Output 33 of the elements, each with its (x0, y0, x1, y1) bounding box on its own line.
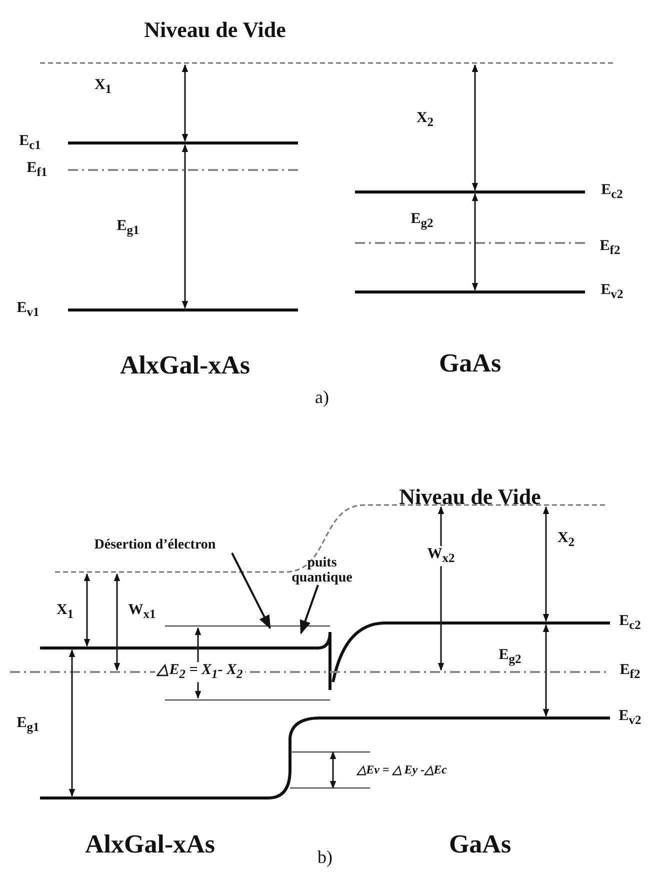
energy-symbol: E$_{g2}$ (410, 211, 434, 231)
material-label: GaAs (438, 350, 502, 378)
energy-symbol: E$_{v2}$ (618, 708, 642, 728)
heading: Niveau de Vide (398, 484, 542, 510)
energy-symbol: X$_{2}$ (415, 110, 435, 130)
formula: △E$_{2}$ = X$_{1}$- X$_{2}$ (155, 662, 245, 682)
energy-symbol: E$_{v1}$ (16, 300, 40, 320)
panel-label: b) (316, 848, 334, 868)
leader-line (300, 584, 319, 634)
energy-symbol: E$_{c2}$ (618, 613, 642, 633)
material-label: AlxGal-xAs (84, 830, 216, 860)
energy-symbol: W$_{x2}$ (425, 546, 457, 566)
callout-text: puits quantique (286, 556, 358, 586)
formula: △Ev = △ Ey -△Ec (355, 763, 448, 777)
heading: Niveau de Vide (143, 18, 287, 42)
energy-symbol: E$_{f2}$ (598, 238, 622, 258)
material-label: GaAs (448, 830, 512, 860)
energy-symbol: X$_{2}$ (556, 530, 576, 550)
energy-symbol: E$_{f2}$ (618, 662, 642, 682)
energy-symbol: E$_{v2}$ (600, 282, 624, 302)
energy-symbol: E$_{g2}$ (498, 647, 522, 667)
energy-symbol: W$_{x1}$ (127, 602, 157, 622)
energy-symbol: E$_{c2}$ (600, 182, 624, 202)
energy-symbol: E$_{g1}$ (116, 218, 140, 238)
energy-symbol: E$_{c1}$ (18, 133, 42, 153)
energy-symbol: X$_{1}$ (93, 77, 113, 97)
panel-label: a) (314, 388, 330, 408)
callout-text: Désertion d’électron (60, 537, 250, 553)
energy-symbol: E$_{f1}$ (26, 160, 48, 180)
energy-symbol: X$_{1}$ (55, 602, 75, 622)
energy-symbol: E$_{g1}$ (16, 715, 40, 735)
leader-line (231, 552, 271, 630)
material-label: AlxGal-xAs (119, 352, 251, 380)
